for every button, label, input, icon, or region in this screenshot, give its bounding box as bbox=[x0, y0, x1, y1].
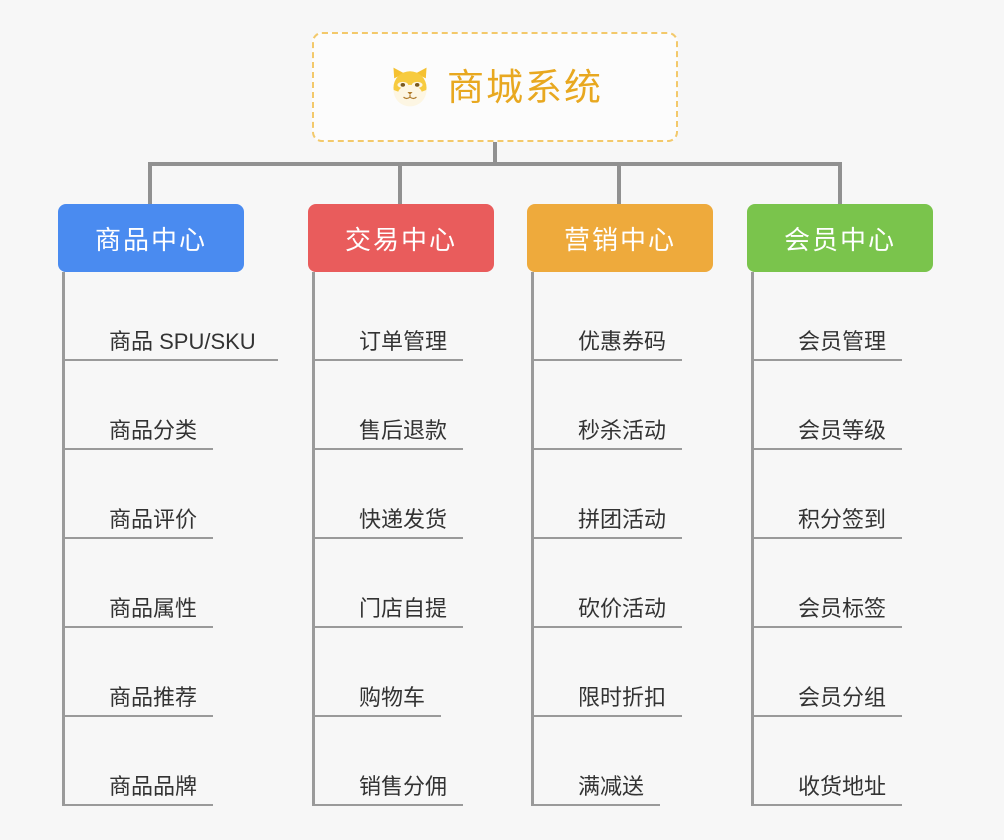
branch-body-3: 优惠券码 秒杀活动 拼团活动 砍价活动 限时折扣 满减送 bbox=[531, 272, 713, 806]
leaf-item[interactable]: 门店自提 bbox=[312, 539, 494, 628]
leaf-item[interactable]: 商品分类 bbox=[62, 361, 244, 450]
leaf-label: 会员分组 bbox=[754, 684, 903, 717]
branch-trunk-3 bbox=[531, 272, 534, 806]
branch-body-2: 订单管理 售后退款 快递发货 门店自提 购物车 销售分佣 bbox=[312, 272, 494, 806]
leaf-item[interactable]: 限时折扣 bbox=[531, 628, 713, 717]
branch-column-3: 营销中心 优惠券码 秒杀活动 拼团活动 砍价活动 限时折扣 满减送 bbox=[527, 204, 713, 806]
leaf-item[interactable]: 拼团活动 bbox=[531, 450, 713, 539]
leaf-item[interactable]: 商品品牌 bbox=[62, 717, 244, 806]
leaf-label: 订单管理 bbox=[315, 328, 464, 361]
leaf-item[interactable]: 优惠券码 bbox=[531, 272, 713, 361]
branch-column-2: 交易中心 订单管理 售后退款 快递发货 门店自提 购物车 销售分佣 bbox=[308, 204, 494, 806]
connector-drop-3 bbox=[617, 162, 621, 204]
leaf-item[interactable]: 快递发货 bbox=[312, 450, 494, 539]
leaf-item[interactable]: 砍价活动 bbox=[531, 539, 713, 628]
leaf-label: 收货地址 bbox=[754, 773, 903, 806]
branch-column-4: 会员中心 会员管理 会员等级 积分签到 会员标签 会员分组 收货地址 bbox=[747, 204, 933, 806]
branch-body-4: 会员管理 会员等级 积分签到 会员标签 会员分组 收货地址 bbox=[751, 272, 933, 806]
branch-header-label-4: 会员中心 bbox=[783, 224, 896, 255]
leaf-item[interactable]: 会员管理 bbox=[751, 272, 933, 361]
leaf-item[interactable]: 积分签到 bbox=[751, 450, 933, 539]
leaf-label: 商品分类 bbox=[65, 417, 214, 450]
leaf-item[interactable]: 商品属性 bbox=[62, 539, 244, 628]
root-node[interactable]: 商城系统 bbox=[312, 32, 678, 142]
dog-face-icon bbox=[393, 67, 427, 107]
leaf-label: 满减送 bbox=[534, 773, 661, 806]
leaf-label: 销售分佣 bbox=[315, 773, 464, 806]
branch-header-1[interactable]: 商品中心 bbox=[58, 204, 244, 272]
leaf-item[interactable]: 满减送 bbox=[531, 717, 713, 806]
leaf-item[interactable]: 商品评价 bbox=[62, 450, 244, 539]
branch-header-4[interactable]: 会员中心 bbox=[747, 204, 933, 272]
leaf-label: 会员标签 bbox=[754, 595, 903, 628]
leaf-label: 会员管理 bbox=[754, 328, 903, 361]
leaf-label: 商品 SPU/SKU bbox=[65, 328, 278, 361]
leaf-item[interactable]: 订单管理 bbox=[312, 272, 494, 361]
branch-trunk-1 bbox=[62, 272, 65, 806]
branch-header-label-2: 交易中心 bbox=[344, 224, 457, 255]
leaf-label: 商品属性 bbox=[65, 595, 214, 628]
leaf-label: 砍价活动 bbox=[534, 595, 683, 628]
leaf-label: 快递发货 bbox=[315, 506, 464, 539]
leaf-item[interactable]: 商品 SPU/SKU bbox=[62, 272, 278, 361]
branch-body-1: 商品 SPU/SKU 商品分类 商品评价 商品属性 商品推荐 商品品牌 bbox=[62, 272, 278, 806]
leaf-item[interactable]: 售后退款 bbox=[312, 361, 494, 450]
leaf-label: 积分签到 bbox=[754, 506, 903, 539]
branch-trunk-2 bbox=[312, 272, 315, 806]
branch-header-3[interactable]: 营销中心 bbox=[527, 204, 713, 272]
leaf-label: 商品评价 bbox=[65, 506, 214, 539]
leaf-label: 售后退款 bbox=[315, 417, 464, 450]
leaf-item[interactable]: 秒杀活动 bbox=[531, 361, 713, 450]
branch-column-1: 商品中心 商品 SPU/SKU 商品分类 商品评价 商品属性 商品推荐 商品品牌 bbox=[58, 204, 278, 806]
branch-header-label-1: 商品中心 bbox=[94, 224, 207, 255]
leaf-item[interactable]: 会员分组 bbox=[751, 628, 933, 717]
leaf-label: 拼团活动 bbox=[534, 506, 683, 539]
leaf-item[interactable]: 会员标签 bbox=[751, 539, 933, 628]
leaf-label: 购物车 bbox=[315, 684, 442, 717]
branch-header-2[interactable]: 交易中心 bbox=[308, 204, 494, 272]
connector-drop-4 bbox=[838, 162, 842, 204]
connector-root-stem bbox=[493, 142, 497, 164]
leaf-item[interactable]: 会员等级 bbox=[751, 361, 933, 450]
connector-horizontal-bus bbox=[148, 162, 842, 166]
leaf-item[interactable]: 购物车 bbox=[312, 628, 494, 717]
leaf-label: 商品推荐 bbox=[65, 684, 214, 717]
leaf-item[interactable]: 收货地址 bbox=[751, 717, 933, 806]
leaf-label: 会员等级 bbox=[754, 417, 903, 450]
leaf-label: 秒杀活动 bbox=[534, 417, 683, 450]
leaf-label: 优惠券码 bbox=[534, 328, 683, 361]
leaf-label: 商品品牌 bbox=[65, 773, 214, 806]
leaf-item[interactable]: 销售分佣 bbox=[312, 717, 494, 806]
connector-drop-1 bbox=[148, 162, 152, 204]
leaf-item[interactable]: 商品推荐 bbox=[62, 628, 244, 717]
leaf-label: 限时折扣 bbox=[534, 684, 683, 717]
root-title: 商城系统 bbox=[447, 66, 603, 108]
connector-drop-2 bbox=[398, 162, 402, 204]
branch-header-label-3: 营销中心 bbox=[563, 224, 676, 255]
branch-trunk-4 bbox=[751, 272, 754, 806]
leaf-label: 门店自提 bbox=[315, 595, 464, 628]
